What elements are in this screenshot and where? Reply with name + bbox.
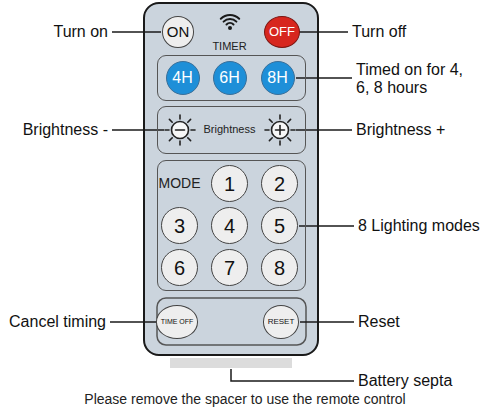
leader-line (296, 129, 352, 131)
power-on-button: ON (162, 16, 195, 48)
button-label: RESET (268, 318, 295, 327)
brightness-icon (265, 115, 295, 145)
mode-button: 2 (261, 165, 298, 202)
mode-button: 8 (261, 249, 298, 286)
remote-body (144, 3, 318, 355)
battery-spacer (170, 358, 292, 368)
mode-button: 1 (211, 165, 248, 202)
callout-label: Turn on (53, 23, 108, 41)
brightness-panel: Brightness (157, 106, 306, 154)
button-label: 6H (219, 69, 239, 87)
leader-line (110, 321, 157, 323)
caption: Please remove the spacer to use the remo… (84, 391, 405, 407)
callout-label: 8 Lighting modes (358, 217, 480, 235)
mode-button: 6 (161, 249, 198, 286)
panel-label: TIMER (212, 40, 246, 52)
callout-label: Timed on for 4, 6, 8 hours (356, 61, 476, 98)
reset-button: RESET (263, 305, 300, 339)
mode-button: 7 (211, 249, 248, 286)
callout-label: Brightness - (23, 121, 108, 139)
signal-icon (221, 15, 239, 30)
button-label: 4 (224, 215, 235, 237)
leader-line (231, 369, 354, 381)
mode-button: 4 (211, 207, 248, 244)
mode-panel: MODE 1 2 3 4 5 6 7 8 (157, 160, 306, 291)
timer-button: 8H (261, 61, 295, 95)
panel-label: Brightness (204, 123, 256, 135)
button-label: 6 (174, 257, 185, 279)
mode-button: 5 (261, 207, 298, 244)
callout-label: Brightness + (356, 121, 445, 139)
button-label: 3 (174, 215, 185, 237)
leader-line (300, 321, 354, 323)
button-label: 8H (267, 69, 287, 87)
leader-line (299, 31, 348, 33)
button-label: 8 (274, 257, 285, 279)
button-label: 4H (172, 69, 192, 87)
time-off-button: TIME OFF (156, 305, 199, 339)
button-label: 7 (224, 257, 235, 279)
brightness-icon (165, 115, 195, 145)
callout-label: Turn off (352, 23, 406, 41)
timer-button: 4H (166, 61, 200, 95)
leader-line (112, 31, 161, 33)
button-label: 2 (274, 173, 285, 195)
panel-label: MODE (159, 176, 201, 191)
timer-panel: TIMER4H6H8H (157, 55, 306, 101)
timer-button: 6H (213, 61, 247, 95)
mode-button: 3 (161, 207, 198, 244)
button-label: ON (167, 24, 190, 41)
callout-label: Reset (358, 313, 400, 331)
button-label: TIME OFF (161, 318, 194, 326)
leader-line (299, 225, 354, 227)
button-label: 1 (224, 173, 235, 195)
leader-line (296, 77, 352, 79)
button-label: OFF (269, 25, 295, 39)
button-label: 5 (274, 215, 285, 237)
power-off-button: OFF (264, 16, 300, 48)
callout-label: Cancel timing (9, 313, 106, 331)
callout-label: Battery septa (358, 372, 452, 390)
